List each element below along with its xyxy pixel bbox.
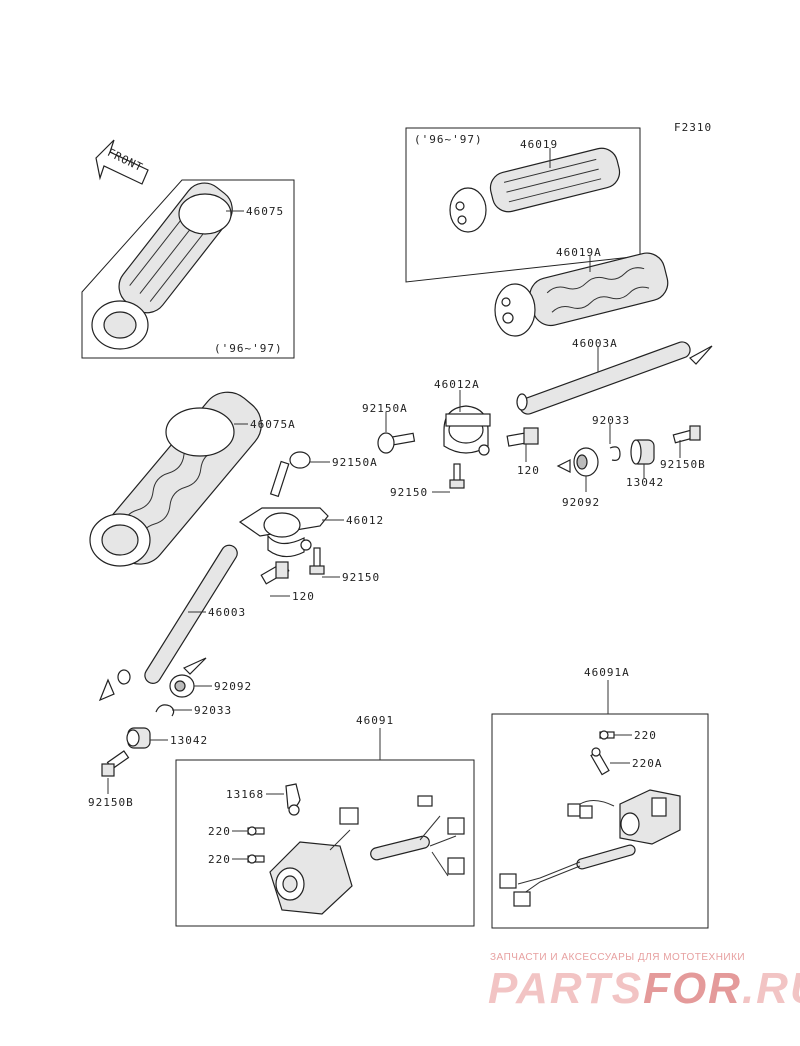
label-46019A: 46019A xyxy=(556,246,602,259)
label-220-left-2: 220 xyxy=(208,853,231,866)
grip-46075A xyxy=(89,391,262,567)
year-note-right: ('96~'97) xyxy=(414,133,483,146)
clip-92033-right xyxy=(609,446,621,461)
weight-13042-right xyxy=(630,439,655,465)
grip-46019 xyxy=(449,147,621,233)
screw-120-right xyxy=(506,427,539,447)
screw-220-left-2 xyxy=(247,854,265,864)
label-13042-left: 13042 xyxy=(170,734,208,747)
label-46012A: 46012A xyxy=(434,378,480,391)
front-arrow-icon: FRONT xyxy=(95,139,149,185)
label-46075: 46075 xyxy=(246,205,284,218)
label-220A: 220A xyxy=(632,757,663,770)
arrow-right-icon xyxy=(689,345,713,365)
grip-46075 xyxy=(91,182,233,350)
label-92150-right: 92150 xyxy=(390,486,428,499)
arrow-left-up-icon xyxy=(182,657,207,675)
cable-clamp-13168 xyxy=(285,783,301,816)
arrow-left-down-icon xyxy=(98,678,115,702)
watermark-logo: PARTSFOR.RU xyxy=(488,964,800,1014)
switch-housing-46091 xyxy=(269,795,465,915)
label-92092-right: 92092 xyxy=(562,496,600,509)
label-120-right: 120 xyxy=(517,464,540,477)
label-46091: 46091 xyxy=(356,714,394,727)
screw-92150-left xyxy=(309,547,325,575)
screw-220-left-1 xyxy=(247,826,265,836)
watermark-logo-a: PARTS xyxy=(488,964,644,1013)
label-46003: 46003 xyxy=(208,606,246,619)
switch-box-46091A xyxy=(491,713,709,929)
figure-code: F2310 xyxy=(674,121,712,134)
label-46003A: 46003A xyxy=(572,337,618,350)
label-220-left-1: 220 xyxy=(208,825,231,838)
screw-92150-right xyxy=(449,463,465,489)
watermark-logo-b: FOR xyxy=(643,964,742,1013)
screw-120-left xyxy=(260,561,290,585)
screw-92150A-right xyxy=(377,432,416,454)
variant-box-left xyxy=(81,179,295,359)
screw-220-right xyxy=(599,730,615,740)
label-13168: 13168 xyxy=(226,788,264,801)
label-92150B-right: 92150B xyxy=(660,458,706,471)
label-46019: 46019 xyxy=(520,138,558,151)
weight-13042-left xyxy=(126,727,151,749)
clamp-46012A xyxy=(443,405,491,456)
screw-92150B-right xyxy=(672,425,701,444)
label-46075A: 46075A xyxy=(250,418,296,431)
bar-46003A xyxy=(516,341,691,415)
weight-92092-left xyxy=(169,674,195,698)
switch-housing-46091A xyxy=(499,789,681,907)
label-92033-left: 92033 xyxy=(194,704,232,717)
label-92150A-1: 92150A xyxy=(362,402,408,415)
label-92150-left: 92150 xyxy=(342,571,380,584)
watermark-tagline: ЗАПЧАСТИ И АКСЕССУАРЫ ДЛЯ МОТОТЕХНИКИ xyxy=(490,952,746,963)
label-46012: 46012 xyxy=(346,514,384,527)
year-note-left: ('96~'97) xyxy=(214,342,283,355)
label-46091A: 46091A xyxy=(584,666,630,679)
label-220-right: 220 xyxy=(634,729,657,742)
clip-92033-left xyxy=(155,704,175,717)
screw-92150B-left xyxy=(101,750,130,777)
clamp-46012 xyxy=(238,507,329,558)
switch-box-46091 xyxy=(175,759,475,927)
grip-46019A xyxy=(494,252,669,337)
bar-46003 xyxy=(117,544,238,685)
watermark-logo-c: .RU xyxy=(741,964,800,1013)
label-13042-right: 13042 xyxy=(626,476,664,489)
weight-92092-right xyxy=(556,447,599,477)
label-92150B-left: 92150B xyxy=(88,796,134,809)
screw-220A xyxy=(590,747,610,776)
label-120-left: 120 xyxy=(292,590,315,603)
screw-92150A-left xyxy=(269,451,311,498)
label-92033-right: 92033 xyxy=(592,414,630,427)
label-92092-left: 92092 xyxy=(214,680,252,693)
label-92150A-2: 92150A xyxy=(332,456,378,469)
